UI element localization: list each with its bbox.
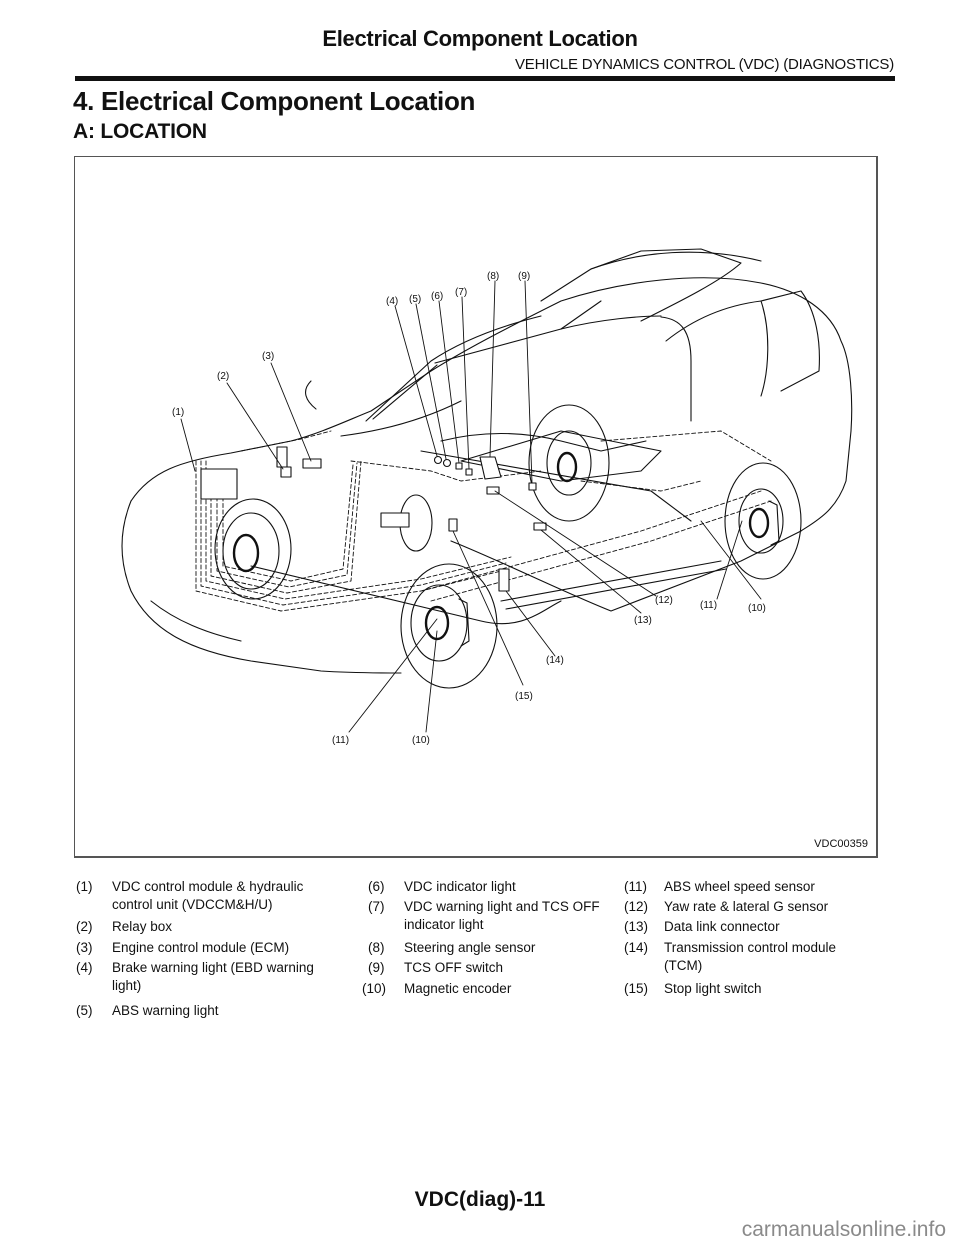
- legend-text: ABS warning light: [112, 1003, 219, 1018]
- legend-item: (2) Relay box: [76, 918, 322, 936]
- wiring-harness: [195, 430, 772, 612]
- callout-12: (12): [655, 595, 673, 606]
- legend-item: (4) Brake warning light (EBD warning lig…: [76, 959, 322, 995]
- legend-item: (13) Data link connector: [624, 918, 874, 936]
- legend-text: TCS OFF switch: [404, 960, 504, 975]
- callout-6: (6): [431, 291, 443, 302]
- legend-num: (11): [624, 879, 648, 894]
- legend-text: Transmission control module (TCM): [664, 940, 837, 973]
- legend-text: Magnetic encoder: [404, 981, 512, 996]
- legend-text: Brake warning light (EBD warning light): [112, 960, 314, 993]
- callout-11-front: (11): [332, 735, 349, 746]
- legend-num: (5): [76, 1003, 93, 1018]
- legend-text: ABS wheel speed sensor: [664, 879, 815, 894]
- legend-num: (6): [368, 879, 385, 894]
- legend-num: (8): [368, 940, 385, 955]
- car-diagram: (1) (2) (3) (4) (5) (6) (7) (8) (9) (10)…: [121, 248, 853, 746]
- legend-text: VDC control module & hydraulic control u…: [112, 879, 304, 912]
- legend-item: (10) Magnetic encoder: [362, 980, 614, 998]
- tcs-off-switch: [528, 482, 537, 491]
- legend-item: (8) Steering angle sensor: [368, 939, 614, 957]
- brake-warning-light: [433, 455, 443, 465]
- legend-num: (4): [76, 960, 93, 975]
- legend-text: VDC indicator light: [404, 879, 516, 894]
- callout-11-rear: (11): [700, 600, 717, 611]
- callout-10-front: (10): [412, 735, 430, 746]
- legend-text: Steering angle sensor: [404, 940, 536, 955]
- callout-13: (13): [634, 615, 652, 626]
- components: [200, 446, 547, 592]
- legend-num: (10): [362, 981, 387, 996]
- car-body-outline: [121, 248, 853, 674]
- steering-angle-sensor: [479, 456, 502, 480]
- figure-id: VDC00359: [814, 838, 868, 850]
- ecm: [302, 458, 322, 469]
- legend-item: (9) TCS OFF switch: [368, 959, 614, 977]
- page-number: VDC(diag)-11: [414, 1188, 546, 1211]
- legend-num: (7): [368, 899, 385, 914]
- callout-9: (9): [518, 271, 530, 282]
- legend-num: (12): [624, 899, 649, 914]
- legend-item: (1) VDC control module & hydraulic contr…: [76, 878, 322, 914]
- legend-item: (12) Yaw rate & lateral G sensor: [624, 898, 874, 916]
- page-header-subtitle: VEHICLE DYNAMICS CONTROL (VDC) (DIAGNOST…: [514, 56, 894, 73]
- legend-num: (13): [624, 919, 649, 934]
- section-title: 4. Electrical Component Location: [73, 86, 476, 116]
- stop-light-switch: [448, 518, 458, 532]
- legend-text: Stop light switch: [664, 981, 762, 996]
- legend-text: Engine control module (ECM): [112, 940, 290, 955]
- front-right-wheel: [400, 563, 498, 689]
- data-link-connector: [533, 522, 547, 531]
- legend-text: Yaw rate & lateral G sensor: [664, 899, 829, 914]
- abs-warning-light: [442, 458, 452, 468]
- legend-text: VDC warning light and TCS OFF indicator …: [404, 899, 600, 932]
- legend-item: (11) ABS wheel speed sensor: [624, 878, 874, 896]
- page-header-title: Electrical Component Location: [322, 26, 638, 51]
- callout-1: (1): [172, 407, 184, 418]
- callout-labels: (1) (2) (3) (4) (5) (6) (7) (8) (9) (10)…: [172, 271, 766, 746]
- rear-left-wheel: [528, 404, 610, 522]
- legend-num: (14): [624, 940, 649, 955]
- legend-item: (7) VDC warning light and TCS OFF indica…: [368, 898, 614, 934]
- legend-num: (9): [368, 960, 385, 975]
- legend-item: (15) Stop light switch: [624, 980, 874, 998]
- legend-item: (3) Engine control module (ECM): [76, 939, 322, 957]
- legend-num: (2): [76, 919, 93, 934]
- legend-num: (1): [76, 879, 93, 894]
- vdc-warning-light: [465, 468, 473, 476]
- tcm: [498, 568, 510, 592]
- vdc-indicator-light: [455, 462, 463, 470]
- master-cylinder: [380, 512, 410, 528]
- callout-3: (3): [262, 351, 274, 362]
- relay: [276, 446, 288, 468]
- callout-14: (14): [546, 655, 564, 666]
- legend-item: (5) ABS warning light: [76, 1002, 322, 1020]
- component-location-figure: (1) (2) (3) (4) (5) (6) (7) (8) (9) (10)…: [74, 156, 878, 858]
- legend-text: Data link connector: [664, 919, 780, 934]
- legend-item: (6) VDC indicator light: [368, 878, 614, 896]
- vdccm-hu-unit: [200, 468, 238, 500]
- section-subtitle: A: LOCATION: [73, 120, 207, 143]
- header-rule: [75, 76, 895, 81]
- rear-right-wheel: [724, 462, 802, 580]
- front-left-wheel: [214, 498, 292, 600]
- callout-15: (15): [515, 691, 533, 702]
- callout-7: (7): [455, 287, 467, 298]
- legend-text: Relay box: [112, 919, 173, 934]
- callout-10-rear: (10): [748, 603, 766, 614]
- callout-8: (8): [487, 271, 499, 282]
- legend-item: (14) Transmission control module (TCM): [624, 939, 874, 975]
- leader-lines: [180, 280, 762, 733]
- watermark: carmanualsonline.info: [741, 1218, 946, 1241]
- callout-5: (5): [409, 294, 421, 305]
- legend-num: (3): [76, 940, 93, 955]
- callout-2: (2): [217, 371, 229, 382]
- callout-4: (4): [386, 296, 398, 307]
- yaw-rate-sensor: [486, 486, 500, 495]
- legend-num: (15): [624, 981, 649, 996]
